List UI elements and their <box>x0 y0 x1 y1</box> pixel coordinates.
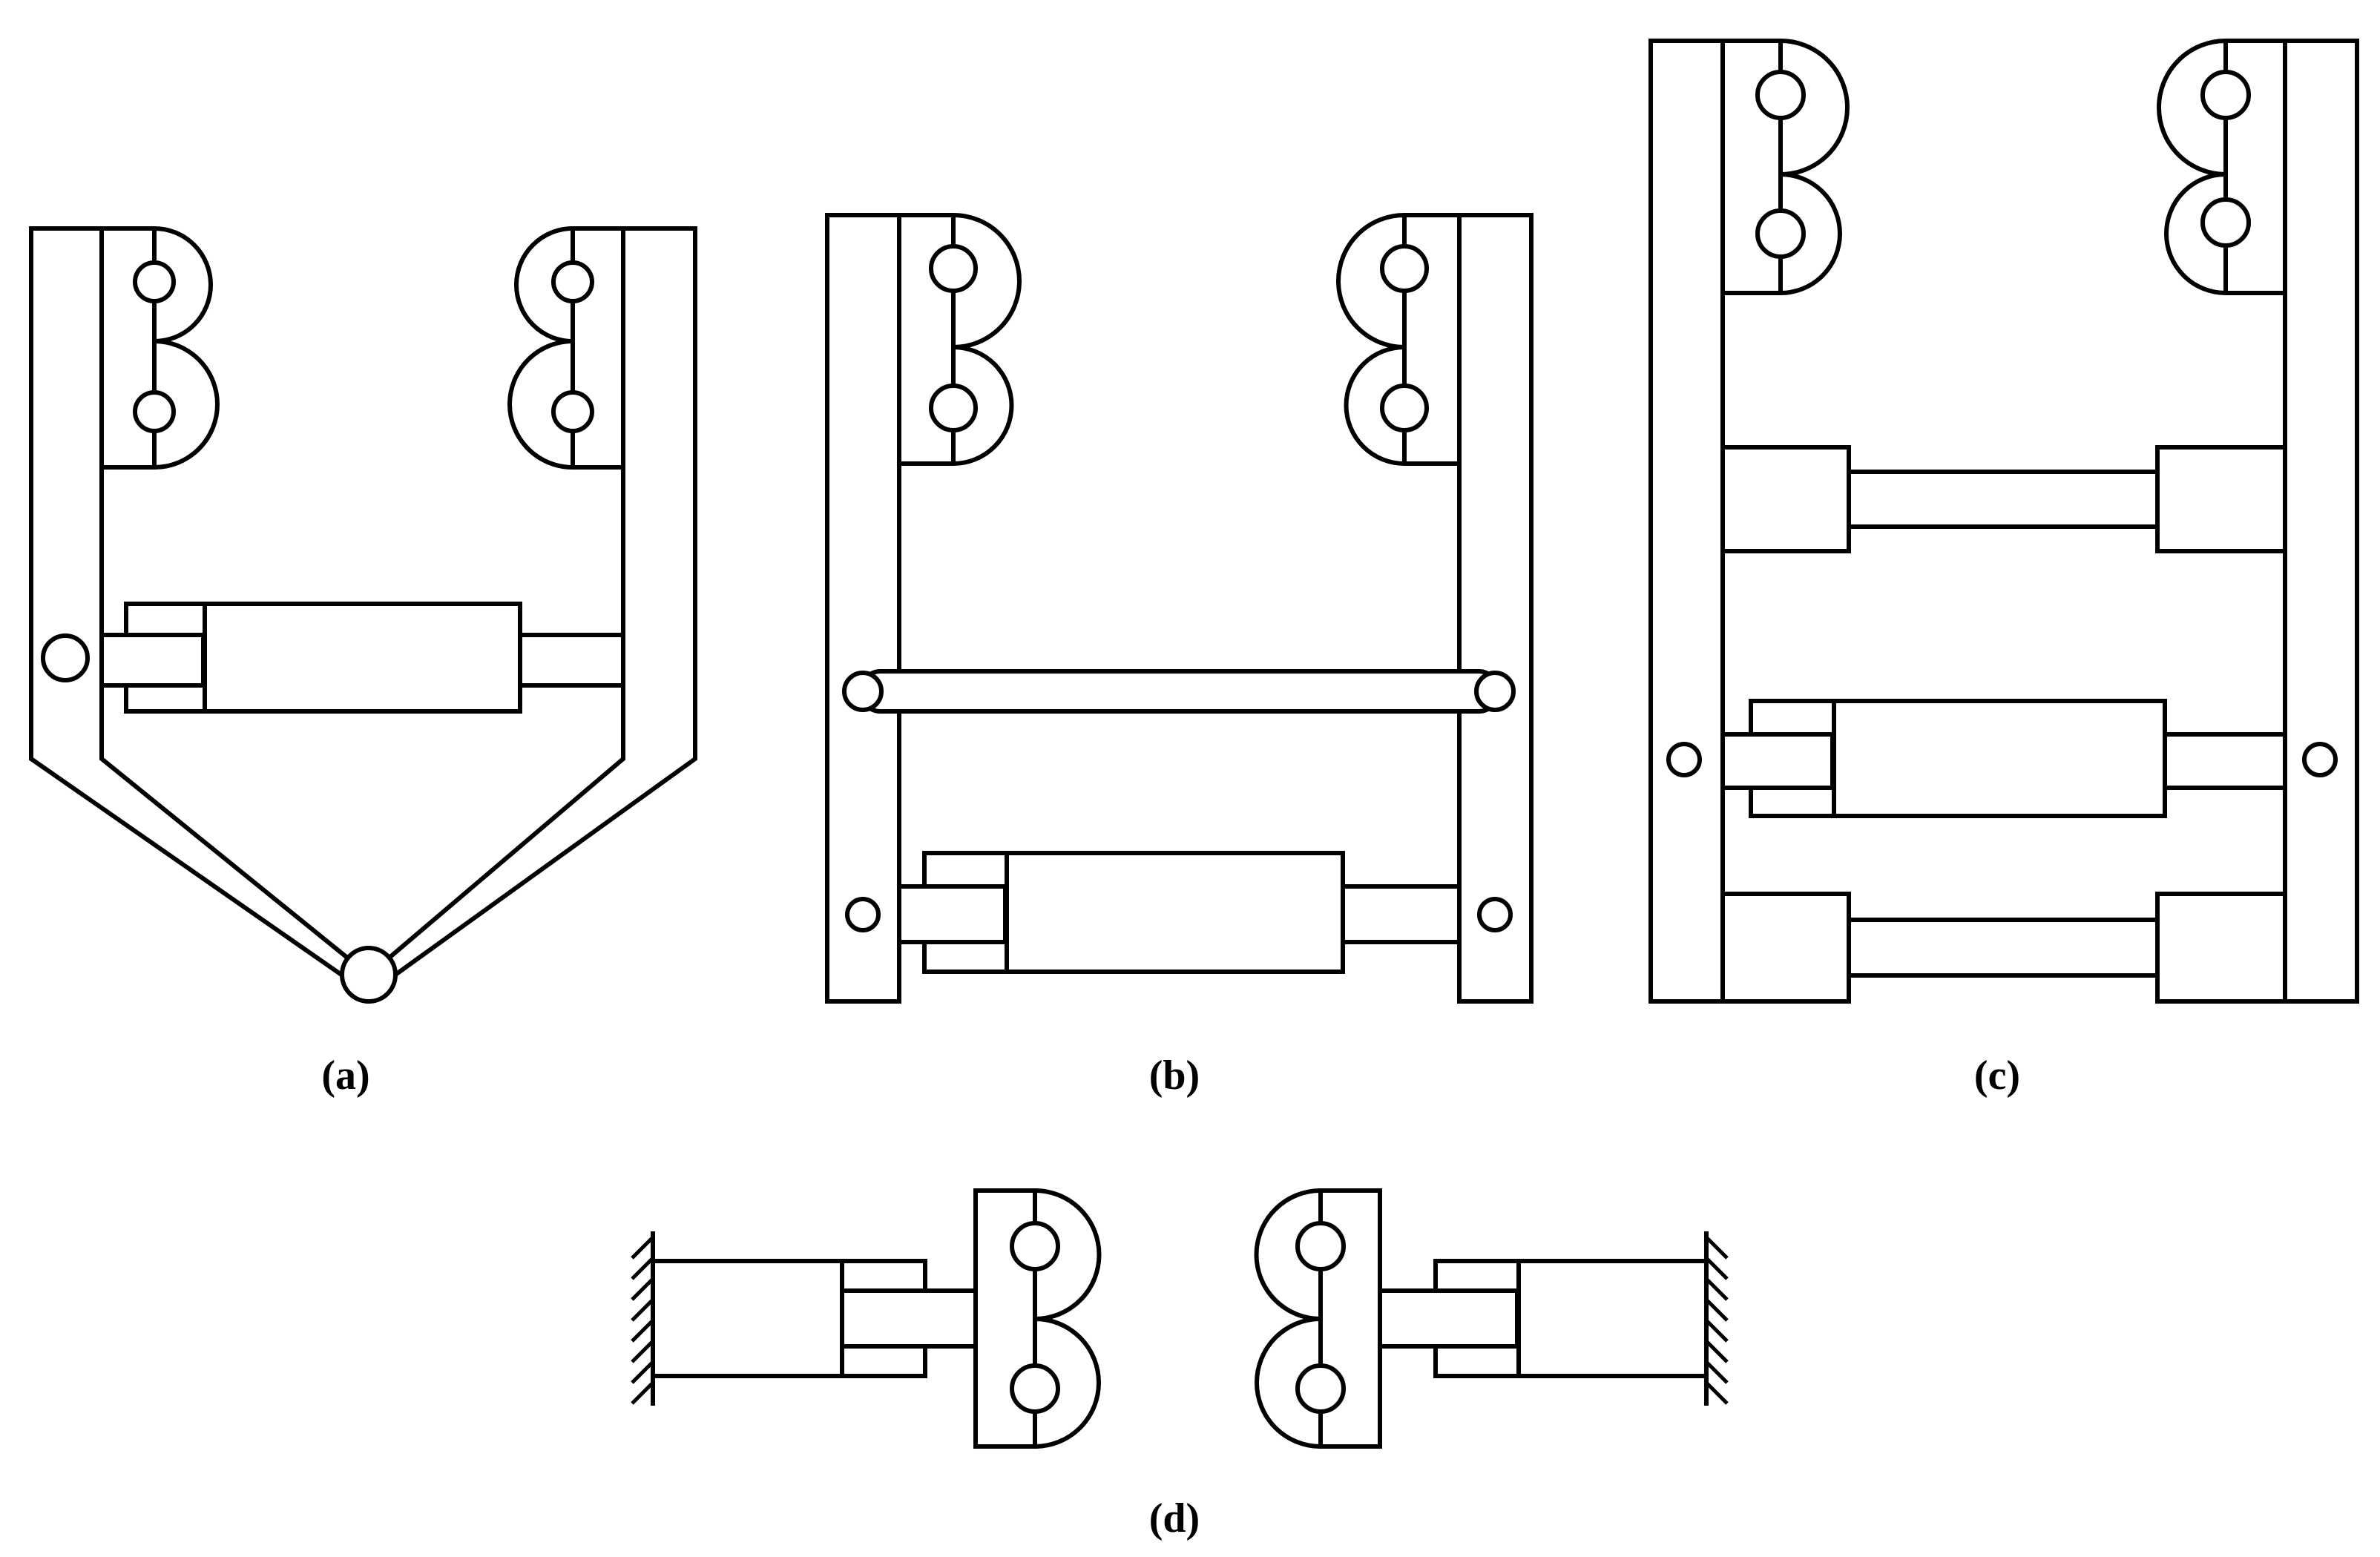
link-rod-b <box>842 669 1516 714</box>
left-fixed-wall <box>631 1231 655 1406</box>
right-jaw-b <box>1457 213 1533 1004</box>
bottom-pivot-a <box>340 946 398 1004</box>
cylinder-c <box>1720 699 2287 818</box>
left-finger-pad-c <box>1723 39 1850 295</box>
right-cylinder-d <box>1378 1259 1709 1378</box>
right-roller-top <box>551 260 594 303</box>
caption-c: (c) <box>1974 1053 2020 1099</box>
cylinder-a <box>99 602 625 714</box>
left-cylinder-d <box>651 1259 978 1378</box>
caption-b: (b) <box>1149 1053 1200 1099</box>
right-finger-pad-c <box>2157 39 2285 295</box>
right-roller-bottom <box>551 390 594 433</box>
left-roller-bottom <box>133 390 176 433</box>
caption-d: (d) <box>1149 1495 1200 1541</box>
diagram-c <box>1648 39 2359 1004</box>
left-finger-pad <box>102 226 220 470</box>
side-pivot-c-left <box>1666 742 1702 777</box>
left-finger-pad-d <box>973 1188 1102 1449</box>
side-pivot-a <box>41 633 90 682</box>
right-fixed-wall <box>1704 1231 1729 1406</box>
left-jaw-b <box>825 213 901 1004</box>
side-pivot-b-left <box>845 897 881 932</box>
side-pivot-c-right <box>2302 742 2338 777</box>
left-finger-pad-b <box>899 213 1022 466</box>
side-pivot-b-right <box>1477 897 1513 932</box>
left-roller-top <box>133 260 176 303</box>
left-jaw-c <box>1648 39 1725 1004</box>
upper-guide-c <box>1720 445 2287 553</box>
lower-guide-c <box>1720 892 2287 1004</box>
cylinder-b <box>897 851 1462 974</box>
diagram-a <box>29 226 697 1004</box>
right-finger-pad-d <box>1254 1188 1382 1449</box>
right-finger-pad <box>507 226 623 470</box>
caption-a: (a) <box>321 1053 369 1099</box>
right-finger-pad-b <box>1336 213 1459 466</box>
diagram-b <box>825 213 1533 1004</box>
right-jaw-c <box>2283 39 2359 1004</box>
diagram-d <box>631 1188 1729 1449</box>
